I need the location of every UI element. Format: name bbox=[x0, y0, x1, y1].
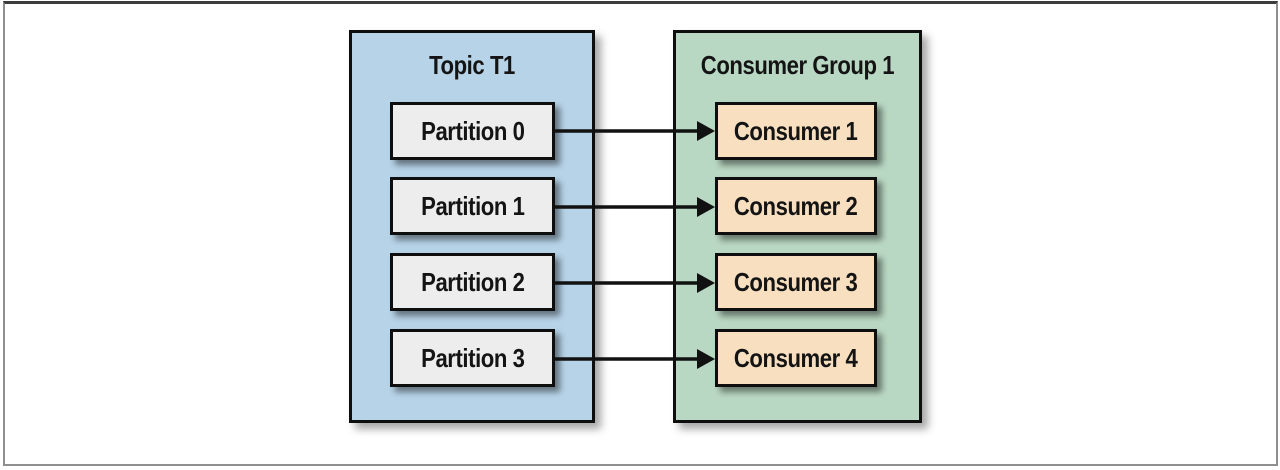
consumer-1-node: Consumer 1 bbox=[715, 102, 877, 160]
partition-3-node: Partition 3 bbox=[390, 329, 555, 387]
topic-box: Topic T1 Partition 0 Partition 1 Partiti… bbox=[349, 30, 595, 423]
partition-1-node: Partition 1 bbox=[390, 177, 555, 235]
consumer-4-node: Consumer 4 bbox=[715, 329, 877, 387]
partition-1-label: Partition 1 bbox=[420, 190, 525, 221]
consumer-2-label: Consumer 2 bbox=[734, 190, 858, 221]
consumer-group-box-title: Consumer Group 1 bbox=[700, 50, 895, 80]
consumer-group-box: Consumer Group 1 Consumer 1 Consumer 2 C… bbox=[673, 30, 922, 423]
consumer-3-label: Consumer 3 bbox=[734, 266, 858, 297]
consumer-1-label: Consumer 1 bbox=[734, 115, 858, 146]
figure-frame bbox=[3, 1, 1278, 466]
consumer-4-label: Consumer 4 bbox=[734, 342, 858, 373]
topic-box-title: Topic T1 bbox=[429, 50, 515, 80]
partition-0-label: Partition 0 bbox=[420, 115, 525, 146]
partition-2-label: Partition 2 bbox=[420, 266, 525, 297]
partition-3-label: Partition 3 bbox=[420, 342, 525, 373]
partition-2-node: Partition 2 bbox=[390, 253, 555, 311]
partition-0-node: Partition 0 bbox=[390, 102, 555, 160]
consumer-3-node: Consumer 3 bbox=[715, 253, 877, 311]
consumer-2-node: Consumer 2 bbox=[715, 177, 877, 235]
